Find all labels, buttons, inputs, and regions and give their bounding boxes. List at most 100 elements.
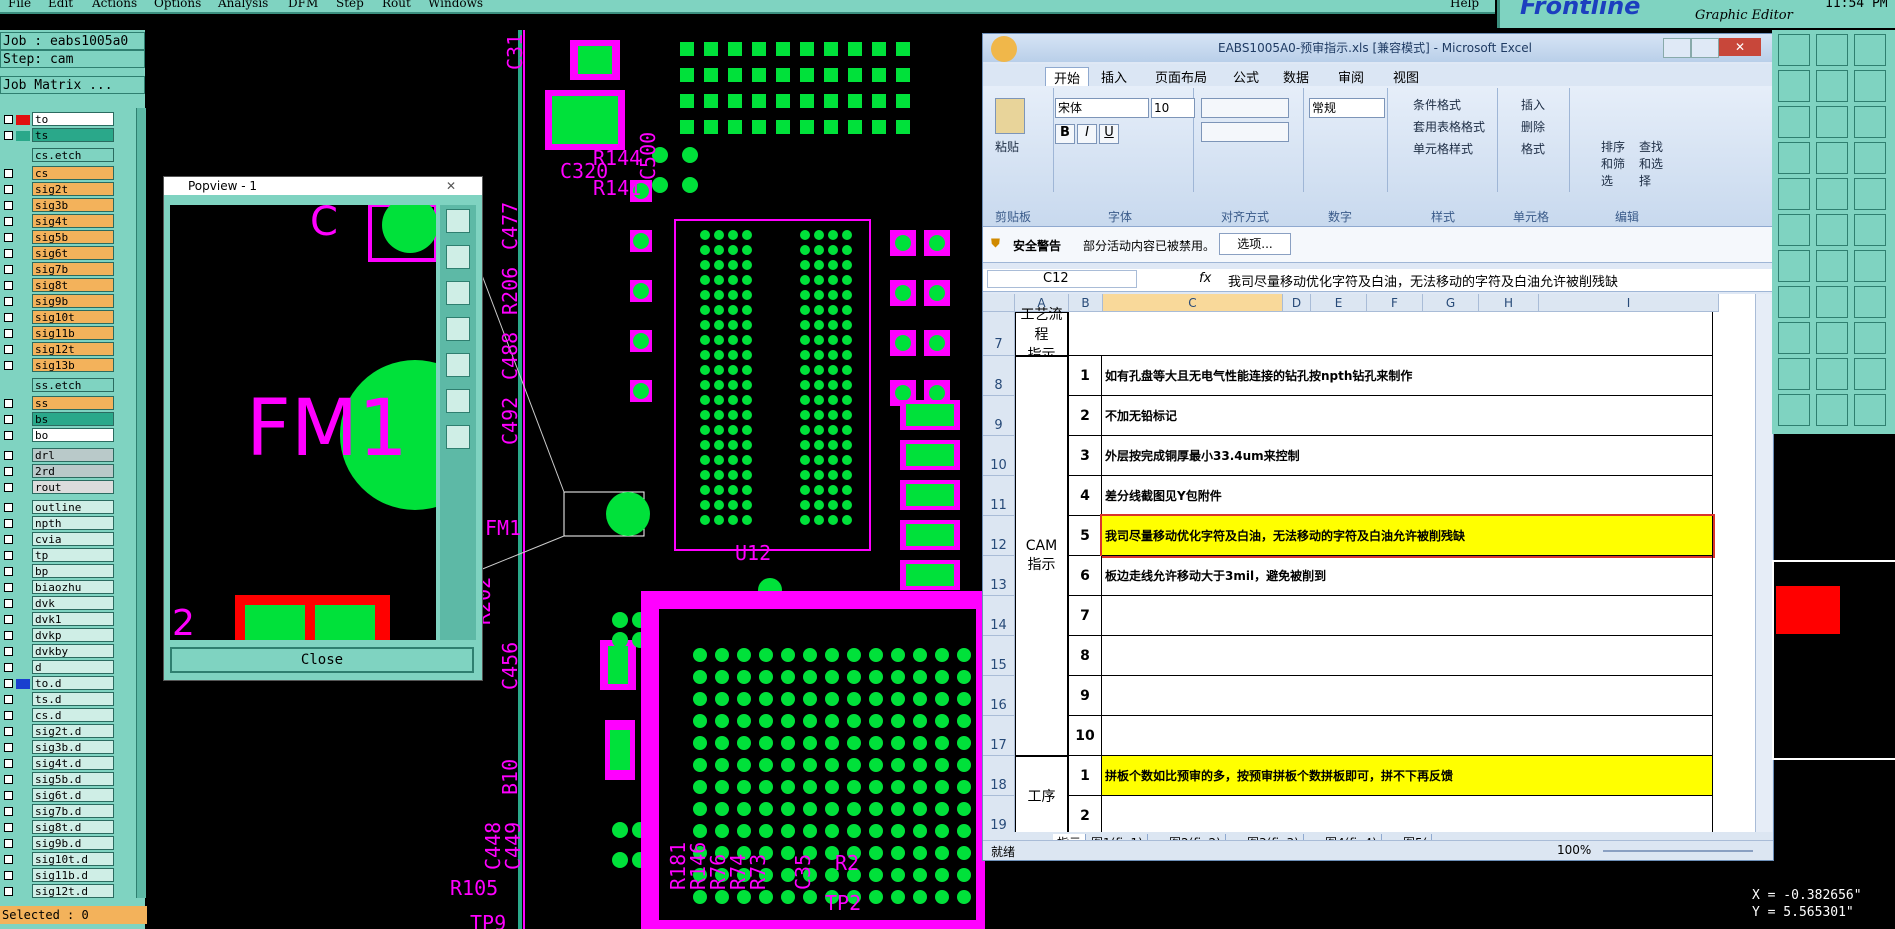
layer-name[interactable]: sig12t.d	[32, 884, 114, 898]
fit-icon[interactable]	[446, 389, 470, 413]
layer-checkbox[interactable]	[4, 855, 13, 864]
layer-row-sig9b.d[interactable]: sig9b.d	[0, 836, 135, 851]
layer-name[interactable]: 2rd	[32, 464, 114, 478]
excel-titlebar[interactable]: EABS1005A0-预审指示.xls [兼容模式] - Microsoft E…	[983, 34, 1773, 62]
conditional-format-button[interactable]: 条件格式	[1413, 98, 1462, 112]
row-header[interactable]: 17	[983, 716, 1015, 756]
layer-row-ts[interactable]: ts	[0, 128, 135, 143]
italic-button[interactable]: I	[1077, 124, 1097, 144]
layer-checkbox[interactable]	[4, 871, 13, 880]
column-header[interactable]: A	[1015, 294, 1069, 312]
route-icon[interactable]	[1854, 106, 1886, 138]
layer-name[interactable]: dvkp	[32, 628, 114, 642]
menu-edit[interactable]: Edit	[48, 0, 74, 10]
instruction-cell[interactable]	[1102, 676, 1713, 716]
layer-checkbox[interactable]	[4, 807, 13, 816]
row-header[interactable]: 9	[983, 396, 1015, 436]
layer-checkbox[interactable]	[4, 695, 13, 704]
copy-icon[interactable]	[1778, 358, 1810, 390]
layer-scrollbar[interactable]	[136, 108, 146, 898]
layer-checkbox[interactable]	[4, 759, 13, 768]
layer-row-bo[interactable]: bo	[0, 428, 135, 443]
layer-row-dvk[interactable]: dvk	[0, 596, 135, 611]
layer-name[interactable]: outline	[32, 500, 114, 514]
instruction-cell[interactable]: 不加无铅标记	[1102, 396, 1713, 436]
copy-icon[interactable]	[1816, 106, 1848, 138]
layer-name[interactable]: sig7b.d	[32, 804, 114, 818]
layer-name[interactable]: dvk1	[32, 612, 114, 626]
arrow-icon[interactable]	[1778, 250, 1810, 282]
layer-name[interactable]: to	[32, 112, 114, 126]
layer-name[interactable]: sig5b	[32, 230, 114, 244]
row-header[interactable]: 19	[983, 796, 1015, 832]
layer-checkbox[interactable]	[4, 631, 13, 640]
layer-checkbox[interactable]	[4, 535, 13, 544]
layer-checkbox[interactable]	[4, 711, 13, 720]
bold-button[interactable]: B	[1055, 124, 1075, 144]
align-buttons[interactable]	[1201, 98, 1289, 118]
layer-row-tp[interactable]: tp	[0, 548, 135, 563]
layer-name[interactable]: bo	[32, 428, 114, 442]
layer-name[interactable]: to.d	[32, 676, 114, 690]
layer-row-bp[interactable]: bp	[0, 564, 135, 579]
row-header[interactable]: 11	[983, 476, 1015, 516]
layer-name[interactable]: sig5b.d	[32, 772, 114, 786]
restore-icon[interactable]	[1691, 38, 1719, 58]
layer-name[interactable]: sig10t	[32, 310, 114, 324]
snap-icon[interactable]	[1854, 178, 1886, 210]
grid-icon[interactable]	[1854, 70, 1886, 102]
layer-row-dvkp[interactable]: dvkp	[0, 628, 135, 643]
zoom-icon[interactable]	[1816, 70, 1848, 102]
home-icon[interactable]	[1854, 250, 1886, 282]
layer-checkbox[interactable]	[4, 887, 13, 896]
menu-options[interactable]: Options	[154, 0, 202, 10]
layer-name[interactable]: sig8t	[32, 278, 114, 292]
layer-row-sig7b.d[interactable]: sig7b.d	[0, 804, 135, 819]
layer-name[interactable]: biaozhu	[32, 580, 114, 594]
format-cells-button[interactable]: 格式	[1521, 142, 1546, 156]
layer-row-sig4t.d[interactable]: sig4t.d	[0, 756, 135, 771]
layer-checkbox[interactable]	[4, 281, 13, 290]
pcb-canvas[interactable]: C31C320R144R141C500C477R206C488C492U12R2…	[150, 30, 985, 929]
layer-row-ss[interactable]: ss	[0, 396, 135, 411]
font-name-select[interactable]: 宋体	[1055, 98, 1149, 118]
layer-checkbox[interactable]	[4, 599, 13, 608]
menu-step[interactable]: Step	[336, 0, 364, 10]
layer-name[interactable]: npth	[32, 516, 114, 530]
row-header[interactable]: 14	[983, 596, 1015, 636]
layer-row-2rd[interactable]: 2rd	[0, 464, 135, 479]
table-format-button[interactable]: 套用表格格式	[1413, 120, 1486, 134]
layer-name[interactable]: ts	[32, 128, 114, 142]
row-header[interactable]: 8	[983, 356, 1015, 396]
layer-name[interactable]: dvkby	[32, 644, 114, 658]
item-number-cell[interactable]: 8	[1068, 636, 1102, 676]
layer-checkbox[interactable]	[4, 615, 13, 624]
layer-name[interactable]: bs	[32, 412, 114, 426]
undo-icon[interactable]	[1854, 34, 1886, 66]
column-header[interactable]: I	[1539, 294, 1719, 312]
layer-checkbox[interactable]	[4, 467, 13, 476]
select-icon[interactable]	[1854, 394, 1886, 426]
pan-right-icon[interactable]	[446, 353, 470, 377]
layer-name[interactable]: sig7b	[32, 262, 114, 276]
select-icon[interactable]	[1778, 178, 1810, 210]
layer-name[interactable]: sig9b.d	[32, 836, 114, 850]
layer-name[interactable]: sig11b.d	[32, 868, 114, 882]
layer-name[interactable]: d	[32, 660, 114, 674]
layer-name[interactable]: sig4t.d	[32, 756, 114, 770]
layer-name[interactable]: sig4t	[32, 214, 114, 228]
layer-row-sig2t.d[interactable]: sig2t.d	[0, 724, 135, 739]
layer-row-cs[interactable]: cs	[0, 166, 135, 181]
font-size-select[interactable]: 10	[1151, 98, 1195, 118]
item-number-cell[interactable]: 7	[1068, 596, 1102, 636]
column-header[interactable]: F	[1367, 294, 1423, 312]
layer-row-sig3b.d[interactable]: sig3b.d	[0, 740, 135, 755]
layer-checkbox[interactable]	[4, 663, 13, 672]
undo-icon[interactable]	[1816, 286, 1848, 318]
menu-rout[interactable]: Rout	[382, 0, 411, 10]
layer-row-to[interactable]: to	[0, 112, 135, 127]
instruction-cell[interactable]: 差分线截图见Y包附件	[1102, 476, 1713, 516]
layer-name[interactable]: sig8t.d	[32, 820, 114, 834]
layer-row-sig6t[interactable]: sig6t	[0, 246, 135, 261]
